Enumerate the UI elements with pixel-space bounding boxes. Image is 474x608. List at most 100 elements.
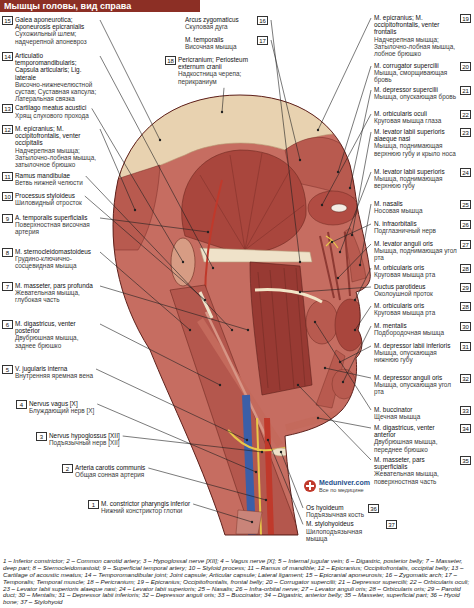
russian-label: Мышца, поднимающая угол рта bbox=[374, 247, 458, 261]
latin-label: Nervus hypoglossus [XII] bbox=[49, 432, 120, 439]
leader-dot bbox=[317, 129, 319, 131]
leader-dot bbox=[221, 111, 223, 113]
label-block: M. depressor anguli orisМышца, опускающа… bbox=[374, 374, 458, 396]
russian-label: Надчерепная мышца; Затылочно-лобная мышц… bbox=[374, 36, 458, 58]
label-block: M. levator labii superioris alaeque nasi… bbox=[374, 128, 458, 157]
latin-label: M. buccinator bbox=[374, 406, 420, 413]
label-block: M. temporalisВисочная мышца bbox=[185, 36, 237, 50]
label-block: M. orbicularis orisКруговая мышца рта bbox=[374, 302, 435, 316]
russian-label: Мышца, поднимающая верхнюю губу bbox=[374, 175, 458, 189]
label-block: M. masseter, pars superficialisЖевательн… bbox=[374, 456, 458, 485]
latin-label: M. masseter, pars superficialis bbox=[374, 456, 458, 470]
russian-label: Височная мышца bbox=[185, 43, 237, 50]
leader-dot bbox=[134, 209, 136, 211]
callout-group: 19M. epicranius; M. occipitofrontalis, v… bbox=[374, 14, 471, 57]
label-block: M. mentalisПодбородочная мышца bbox=[374, 322, 444, 336]
buccinator-muscle bbox=[306, 300, 338, 344]
callout-number: 5 bbox=[2, 365, 13, 374]
leader-dot bbox=[251, 521, 253, 523]
orbicularis-oculi bbox=[308, 191, 358, 225]
label-block: M. orbicularis orisКруговая мышца рта bbox=[374, 264, 435, 278]
leader-line bbox=[360, 204, 371, 265]
callout-number: 28 bbox=[460, 264, 471, 273]
russian-label: Жевательная мышца, поверхностная часть bbox=[374, 470, 458, 484]
callout-number: 18 bbox=[165, 56, 176, 65]
callout-group: 22M. orbicularis oculiКруговая мышца гла… bbox=[374, 110, 471, 128]
leader-dot bbox=[219, 384, 221, 386]
leader-line bbox=[100, 129, 135, 210]
latin-label: M. stylohyoideus bbox=[306, 520, 384, 527]
latin-label: N. infraorbitalis bbox=[374, 220, 436, 227]
callout-number: 8 bbox=[2, 248, 13, 257]
latin-label: M. orbicularis oris bbox=[374, 302, 435, 309]
leader-dot bbox=[207, 231, 209, 233]
callout-group: 5V. jugularis internaВнутренняя яремная … bbox=[2, 365, 97, 383]
leader-dot bbox=[159, 139, 161, 141]
callout-group: 9A. temporalis superficialisПоверхностна… bbox=[2, 214, 97, 236]
leader-line bbox=[100, 20, 160, 140]
callout-number: 17 bbox=[257, 36, 268, 45]
label-block: M. masseter, pars profundaЖевательная мы… bbox=[15, 282, 97, 304]
label-block: M. orbicularis oculiКруговая мышца глаза bbox=[374, 110, 441, 124]
latin-label: M. masseter, pars profunda bbox=[15, 282, 97, 289]
label-block: M. depressor superciliiМышца, опускающая… bbox=[374, 86, 456, 100]
label-block: M. corrugator superciliiМышца, сморщиваю… bbox=[374, 62, 458, 84]
leader-dot bbox=[351, 234, 353, 236]
latin-label: M. levator labii superioris bbox=[374, 168, 458, 175]
leader-line bbox=[86, 176, 232, 330]
muscle-fibres bbox=[258, 268, 305, 390]
leader-dot bbox=[339, 251, 341, 253]
leader-dot bbox=[261, 451, 263, 453]
russian-label: Блуждающий нерв [X] bbox=[29, 407, 94, 414]
callout-number: 35 bbox=[460, 456, 471, 465]
leader-line bbox=[92, 108, 183, 262]
russian-label: Околоушной проток bbox=[374, 290, 433, 297]
callout-number: 34 bbox=[460, 424, 471, 433]
callout-group: 29Ductus parotideusОколоушной проток bbox=[374, 283, 471, 301]
latin-label: V. jugularis interna bbox=[15, 365, 93, 372]
callout-number: 3 bbox=[36, 432, 47, 441]
label-block: Pericranium; Periosteum externum craniiН… bbox=[178, 56, 270, 85]
watermark-text: Все по медицине bbox=[319, 487, 364, 494]
leader-line bbox=[338, 66, 371, 172]
latin-label: Pericranium; Periosteum externum cranii bbox=[178, 56, 270, 70]
russian-label: Внутренняя яремная вена bbox=[15, 372, 93, 379]
leader-line bbox=[271, 20, 300, 262]
callout-group: 35M. masseter, pars superficialisЖевател… bbox=[374, 456, 471, 485]
callout-number: 2 bbox=[62, 464, 73, 473]
callout-number: 6 bbox=[2, 320, 13, 329]
logo-cross bbox=[306, 482, 314, 490]
leader-line bbox=[100, 252, 190, 330]
callout-group: 18Pericranium; Periosteum externum crani… bbox=[165, 56, 270, 85]
label-block: Ramus mandibulaeВетвь нижней челюсти bbox=[15, 172, 83, 186]
latin-label: A. temporalis superficialis bbox=[15, 214, 97, 221]
russian-label: Мышца, опускающая нижнюю губу bbox=[374, 349, 458, 363]
russian-label: Носовая мышца bbox=[374, 207, 422, 214]
label-block: Ductus parotideusОколоушной проток bbox=[374, 283, 433, 297]
label-block: M. levator anguli orisМышца, поднимающая… bbox=[374, 240, 458, 262]
latin-label: M. constrictor pharyngis inferior bbox=[101, 500, 190, 507]
caption: 1 – Inferior constrictor; 2 – Common car… bbox=[3, 558, 471, 606]
latin-label: Ramus mandibulae bbox=[15, 172, 83, 179]
carotid-artery bbox=[267, 418, 271, 535]
russian-label: Шиловидный отросток bbox=[15, 199, 82, 206]
leader-dot bbox=[331, 241, 333, 243]
leader-dot bbox=[321, 204, 323, 206]
latin-label: Arteria carotis communis bbox=[75, 464, 145, 471]
latin-label: M. epicranius; M. occipitofrontalis, ven… bbox=[15, 125, 97, 147]
russian-label: Поверхностная височная артерия bbox=[15, 221, 97, 235]
leader-dot bbox=[297, 384, 299, 386]
callout-group: 14Articulatio temporomandibularis; Capsu… bbox=[2, 52, 97, 102]
leader-dot bbox=[182, 261, 184, 263]
latin-label: M. sternocleidomastoideus bbox=[15, 248, 97, 255]
latin-label: M. mentalis bbox=[374, 322, 444, 329]
callout-group: 28 M. orbicularis orisКруговая мышца рта bbox=[374, 264, 471, 282]
callout-number: 30 bbox=[460, 322, 471, 331]
callout-number: 9 bbox=[2, 214, 13, 223]
label-block: M. sternocleidomastoideusГрудино-ключичн… bbox=[15, 248, 97, 270]
leader-dot bbox=[255, 471, 257, 473]
leader-dot bbox=[212, 267, 214, 269]
callout-number: 36 bbox=[368, 504, 379, 513]
latin-label: M. orbicularis oris bbox=[374, 264, 435, 271]
